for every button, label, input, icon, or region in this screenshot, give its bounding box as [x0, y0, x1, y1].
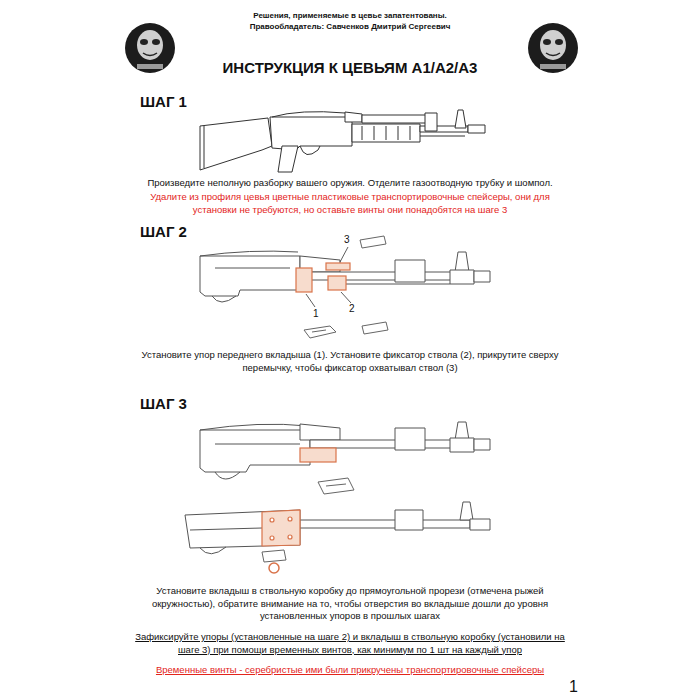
leader-line — [306, 247, 351, 307]
step-heading: ШАГ 1 — [140, 92, 230, 112]
notice-text: Решения, применяемые в цевье запатентова… — [190, 11, 510, 22]
callout-number: 1 — [313, 307, 325, 320]
step-heading: ШАГ 3 — [140, 394, 230, 414]
handguard-part — [262, 510, 300, 546]
exploded-part — [318, 478, 354, 494]
instruction-text: Установите упор переднего вкладыша (1). … — [135, 349, 565, 374]
exploded-part — [262, 550, 286, 562]
rifle-drawing — [200, 422, 490, 479]
exploded-part — [304, 236, 388, 338]
rifle-drawing — [200, 251, 490, 302]
handguard-part — [296, 263, 350, 292]
instruction-text: Установите вкладыш в ствольную коробку д… — [130, 585, 570, 623]
rifle-drawing — [200, 110, 485, 172]
handguard-part — [300, 448, 336, 462]
orange-circle — [269, 563, 279, 573]
logo — [125, 23, 175, 73]
instruction-text: Зафиксируйте упоры (установленные на шаг… — [135, 631, 565, 656]
page-title: ИНСТРУКЦИЯ К ЦЕВЬЯМ А1/А2/А3 — [140, 58, 560, 78]
rifle-drawing — [185, 502, 490, 554]
warning-text: Удалите из профиля цевья цветные пластик… — [135, 191, 565, 216]
logo — [528, 23, 578, 73]
callout-number: 3 — [344, 233, 356, 246]
warning-text: Временные винты - серебристые ими были п… — [120, 664, 580, 677]
notice-text: Правообладатель: Савченков Дмитрий Серге… — [190, 22, 510, 33]
instruction-text: Произведите неполную разборку вашего ору… — [115, 177, 585, 190]
page-number: 1 — [569, 676, 589, 697]
step-heading: ШАГ 2 — [140, 222, 230, 242]
callout-number: 2 — [349, 302, 361, 315]
